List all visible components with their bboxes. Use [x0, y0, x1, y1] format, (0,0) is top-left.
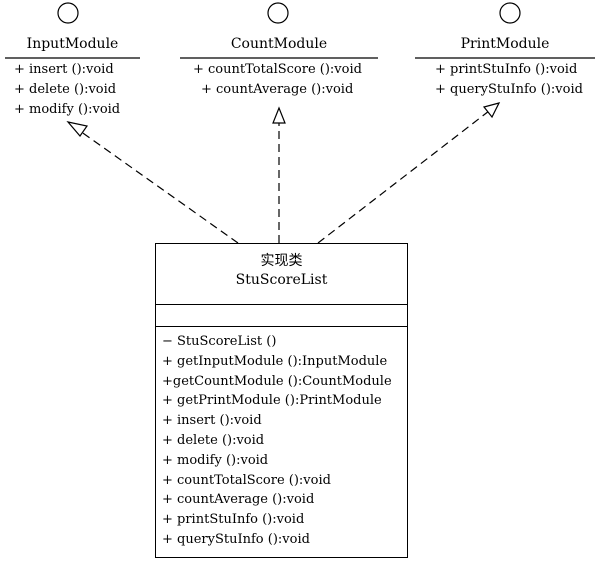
- operation: + printStuInfo ():void: [162, 512, 305, 528]
- count-module-operations: + countTotalScore ():void + countAverage…: [193, 60, 362, 100]
- operation: + delete ():void: [14, 82, 117, 97]
- operation: + countTotalScore ():void: [162, 472, 331, 488]
- operation: + countAverage ():void: [162, 492, 315, 508]
- operation: + modify ():void: [162, 452, 269, 468]
- class-stereotype: 实现类: [260, 253, 303, 269]
- input-module-operations: + insert ():void + delete ():void + modi…: [14, 60, 120, 120]
- realization-line-print: [317, 110, 490, 244]
- input-module-title: InputModule: [26, 36, 119, 52]
- count-module-interface-icon: [267, 2, 289, 24]
- print-module-title: PrintModule: [460, 36, 550, 52]
- operation: + getPrintModule ():PrintModule: [162, 393, 382, 409]
- realization-arrowhead-count: [272, 106, 286, 124]
- class-name: StuScoreList: [235, 272, 328, 288]
- operation: + queryStuInfo ():void: [435, 82, 583, 97]
- operation: − StuScoreList (): [162, 334, 277, 349]
- operation: + insert ():void: [14, 62, 114, 77]
- class-operations-compartment: − StuScoreList () + getInputModule ():In…: [156, 327, 407, 550]
- operation: + queryStuInfo ():void: [162, 531, 310, 547]
- count-module-title: CountModule: [230, 36, 328, 52]
- print-module-interface-icon: [499, 2, 521, 24]
- stu-score-list-class: 实现类 StuScoreList − StuScoreList () + get…: [155, 243, 408, 558]
- print-module-operations: + printStuInfo ():void + queryStuInfo ()…: [435, 60, 583, 100]
- class-header: 实现类 StuScoreList: [156, 244, 407, 305]
- realization-arrowhead-print: [482, 102, 501, 119]
- operation: + countAverage ():void: [201, 82, 354, 97]
- operation: + modify ():void: [14, 102, 121, 117]
- input-module-interface-icon: [57, 2, 79, 24]
- operation: + countTotalScore ():void: [193, 62, 362, 77]
- realization-arrowhead-input: [66, 121, 89, 137]
- operation: + getInputModule ():InputModule: [162, 353, 388, 369]
- realization-line-input: [79, 130, 239, 244]
- operation: + printStuInfo ():void: [435, 62, 578, 77]
- operation: +getCountModule ():CountModule: [162, 373, 392, 389]
- operation: + insert ():void: [162, 413, 262, 429]
- operation: + delete ():void: [162, 432, 265, 448]
- class-attributes-compartment: [156, 305, 407, 327]
